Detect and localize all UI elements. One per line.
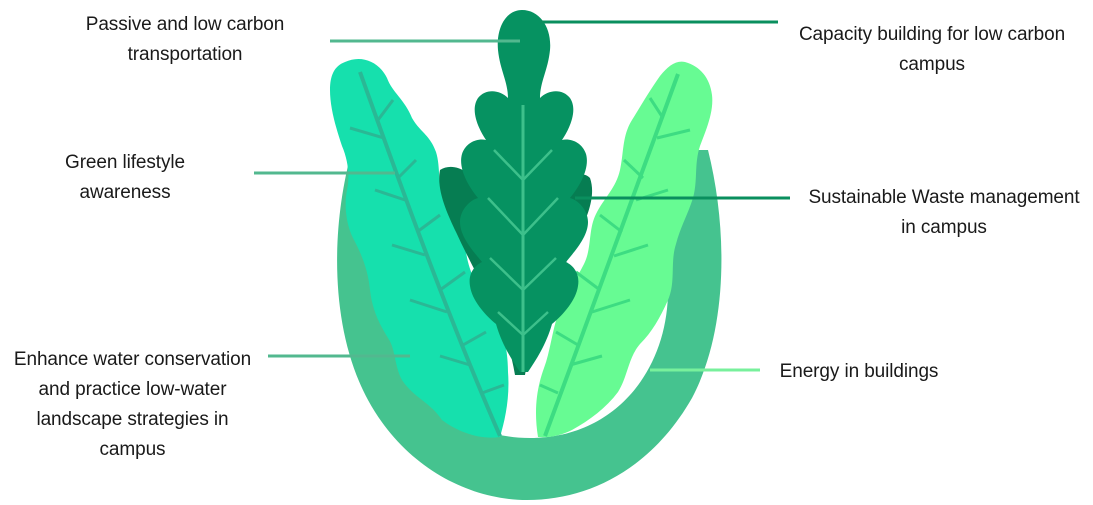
label-green-lifestyle-awareness: Green lifestyle awareness [20,148,230,208]
label-passive-low-carbon-transportation: Passive and low carbon transportation [55,10,315,70]
label-capacity-building: Capacity building for low carbon campus [772,20,1092,80]
label-energy-in-buildings: Energy in buildings [764,357,954,387]
label-waste-management: Sustainable Waste management in campus [795,183,1093,243]
label-water-conservation: Enhance water conservation and practice … [0,345,265,465]
